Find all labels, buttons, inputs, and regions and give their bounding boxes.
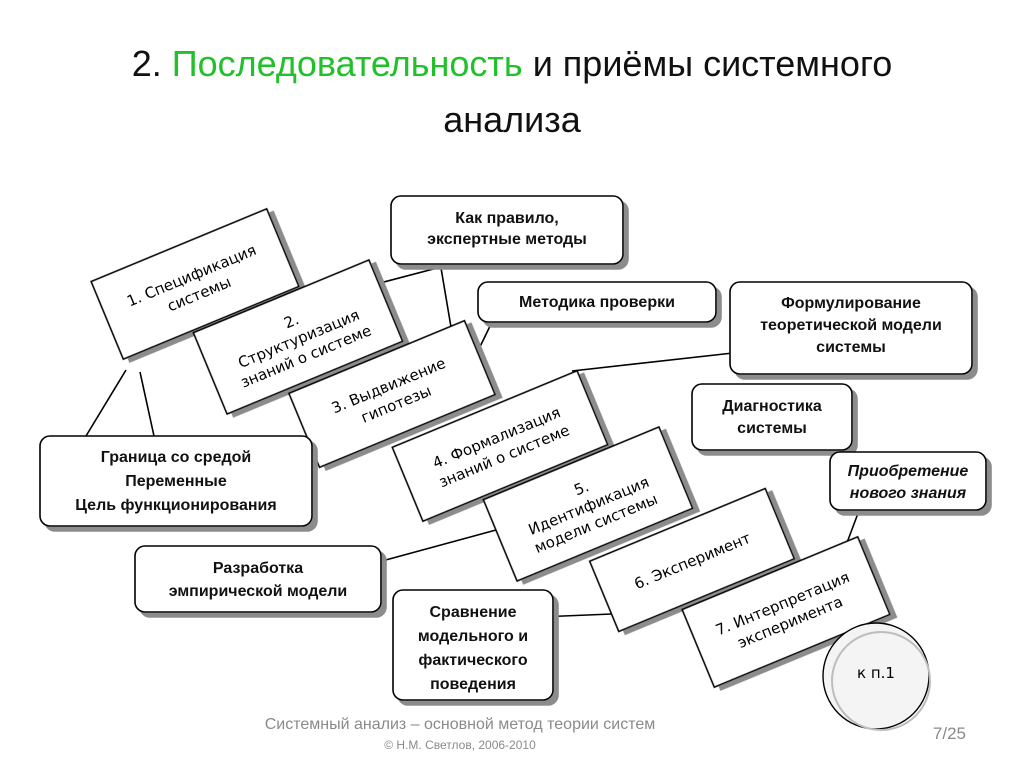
callout-diagnostics-line-2: системы xyxy=(737,420,807,437)
connector-boundary-a xyxy=(85,369,127,437)
callout-boundary-line-3: Цель функционирования xyxy=(75,497,276,514)
callout-empirical-line-2: эмпирической модели xyxy=(169,583,348,600)
callout-diagnostics: Диагностика системы xyxy=(691,383,853,451)
callout-expert-line-2: экспертные методы xyxy=(427,231,587,248)
svg-text:Как правило,экспертные методы: Как правило, экспертные методы xyxy=(427,210,587,248)
step-2-box: 2.Структуризациязнаний о системе xyxy=(192,258,404,416)
step-3-box: 3. Выдвижениегипотезы xyxy=(287,319,497,469)
step-4-box: 4. Формализациязнаний о системе xyxy=(391,369,609,523)
callout-expert-line-1: Как правило, xyxy=(455,210,559,227)
slide-title: 2. Последовательность и приёмы системног… xyxy=(0,36,1024,148)
step-5-box: 5.Идентификациямодели системы xyxy=(482,425,694,583)
connector-method-step3 xyxy=(475,321,493,356)
step-5-line-1: 5. xyxy=(571,477,591,499)
step-6-box: 6. Эксперимент xyxy=(588,487,796,633)
callout-compare-line-4: поведения xyxy=(430,676,516,693)
title-line2: анализа xyxy=(443,99,581,140)
callout-compare: Сравнение модельного и фактического поведен… xyxy=(392,589,554,701)
callout-theory: Формулирование теоретической модели систем… xyxy=(729,281,973,375)
callout-knowledge: Приобретение нового знания xyxy=(829,451,987,511)
callout-theory-line-2: теоретической модели xyxy=(760,317,942,334)
step-7-box: 7. Интерпретацияэксперимента xyxy=(681,535,891,689)
step-2-line-1: 2. xyxy=(281,310,301,332)
callout-diagnostics-line-1: Диагностика xyxy=(722,398,822,415)
title-number: 2. xyxy=(131,43,162,84)
loop-back-circle: к п.1 xyxy=(822,622,931,731)
title-rest: и приёмы системного xyxy=(532,43,893,84)
callout-theory-line-1: Формулирование xyxy=(781,295,921,312)
callout-knowledge-line-1: Приобретение xyxy=(848,463,969,480)
callout-boundary-line-2: Переменные xyxy=(125,473,227,490)
title-highlight: Последовательность xyxy=(171,43,523,84)
callout-knowledge-line-2: нового знания xyxy=(850,485,967,502)
connector-theory-step4 xyxy=(571,351,743,372)
callout-empirical: Разработка эмпирической модели xyxy=(134,545,382,613)
connector-expert-step2 xyxy=(379,261,461,284)
footer-copyright: © Н.М. Светлов, 2006-2010 xyxy=(384,738,536,752)
page-number: 7/25 xyxy=(932,724,966,743)
callout-expert: Как правило, экспертные методы xyxy=(390,195,624,265)
footer-title: Системный анализ – основной метод теории… xyxy=(264,716,656,733)
callout-compare-line-1: Сравнение xyxy=(429,604,516,621)
connector-expert-step3 xyxy=(439,261,453,334)
callout-compare-line-3: фактического xyxy=(418,652,527,669)
loop-back-label: к п.1 xyxy=(857,664,895,682)
connector-boundary-b xyxy=(139,371,155,437)
svg-text:Методика проверки: Методика проверки xyxy=(519,294,675,311)
callout-method-line-1: Методика проверки xyxy=(519,294,675,311)
callout-compare-line-2: модельного и xyxy=(418,628,528,645)
callout-empirical-line-1: Разработка xyxy=(213,560,303,577)
callout-boundary-line-1: Граница со средой xyxy=(101,449,251,466)
callout-theory-line-3: системы xyxy=(816,339,886,356)
connector-empirical-step5 xyxy=(381,529,497,562)
callout-method: Методика проверки xyxy=(477,281,717,323)
